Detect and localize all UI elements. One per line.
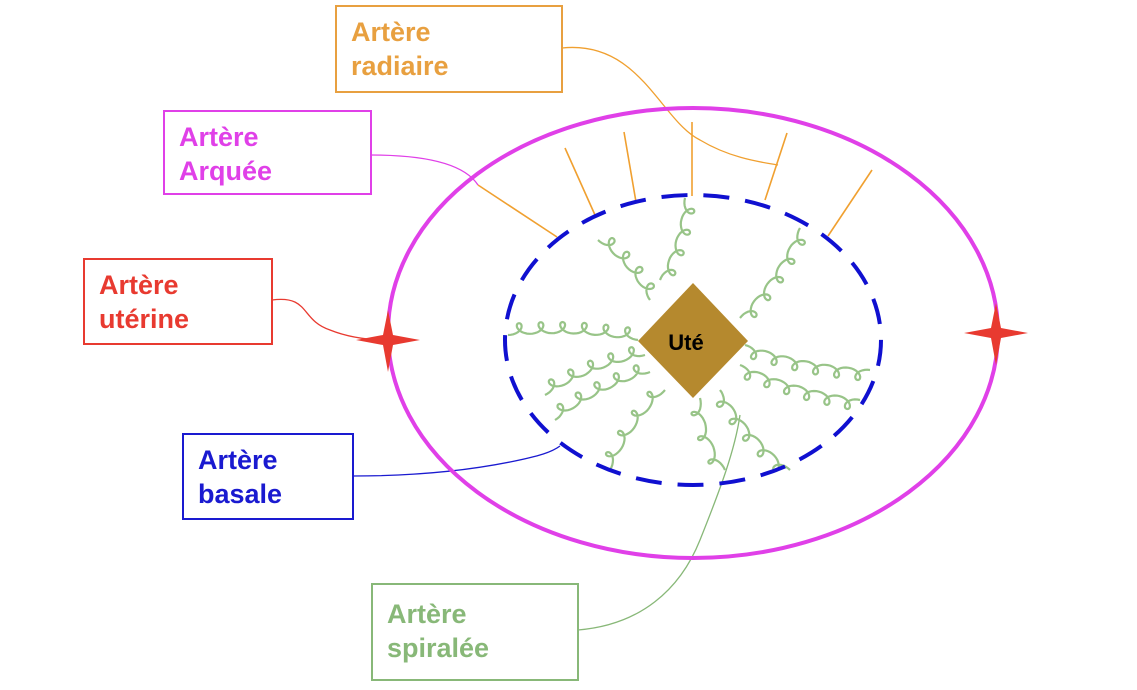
radial-artery xyxy=(564,147,596,216)
label-line1: Artère xyxy=(351,17,431,47)
label-line2: basale xyxy=(198,479,283,509)
label-line2: radiaire xyxy=(351,51,449,81)
label-line1: Artère xyxy=(99,270,179,300)
uterine-artery-star-right xyxy=(964,303,1028,365)
label-line2: Arquée xyxy=(179,156,273,186)
label-line2: spiralée xyxy=(387,633,490,663)
label-line1: Artère xyxy=(198,445,278,475)
leader-basale xyxy=(352,445,561,477)
label-artere-uterine: Artère utérine xyxy=(83,258,273,345)
spiral-artery xyxy=(690,397,726,471)
spiral-artery xyxy=(604,389,666,471)
label-artere-basale: Artère basale xyxy=(182,433,354,520)
spiral-artery xyxy=(744,343,871,382)
label-artere-spiralee: Artère spiralée xyxy=(371,583,579,681)
spiral-artery xyxy=(507,320,639,342)
spiral-artery xyxy=(554,364,651,421)
spiral-artery xyxy=(715,389,791,473)
label-artere-arquee: Artère Arquée xyxy=(163,110,372,195)
radial-arteries xyxy=(477,122,873,238)
leader-uterine xyxy=(271,298,389,341)
label-artere-radiaire: Artère radiaire xyxy=(335,5,563,93)
uterus-label: Uté xyxy=(668,330,703,355)
spiral-artery xyxy=(597,237,656,301)
label-line1: Artère xyxy=(387,599,467,629)
label-line1: Artère xyxy=(179,122,259,152)
label-line2: utérine xyxy=(99,304,190,334)
radial-artery xyxy=(477,184,558,238)
spiral-artery xyxy=(658,197,696,281)
uterine-artery-star-left xyxy=(356,310,420,372)
leader-arquee xyxy=(370,154,479,186)
spiral-artery xyxy=(739,363,861,411)
radial-artery xyxy=(623,131,637,203)
spiral-arteries xyxy=(507,197,871,473)
radial-artery xyxy=(827,169,873,237)
leader-radiaire xyxy=(561,46,779,166)
basal-artery-ring xyxy=(503,193,883,487)
radial-artery xyxy=(764,132,788,201)
uterus-diamond xyxy=(638,283,748,398)
leader-spiralee xyxy=(577,414,741,631)
spiral-artery xyxy=(544,346,646,396)
spiral-artery xyxy=(739,227,806,319)
